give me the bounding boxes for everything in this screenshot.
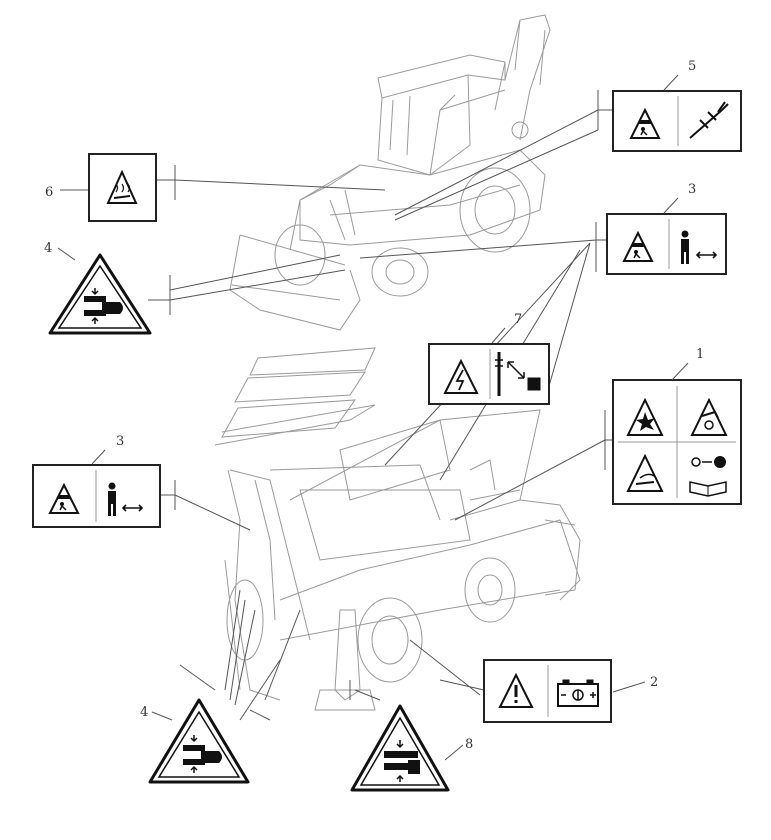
decal-panel-8 [350, 704, 450, 792]
double-arrow-icon [121, 504, 144, 512]
decal-panel-2 [483, 659, 612, 723]
power-line-clearance-icon [495, 352, 541, 396]
callout-5: 5 [663, 59, 696, 91]
decal-panel-3-top [606, 213, 727, 275]
svg-text:4: 4 [44, 241, 52, 256]
callout-4-top: 4 [44, 241, 76, 261]
callout-3-top: 3 [663, 182, 696, 214]
callout-1: 1 [671, 347, 704, 381]
upper-backhoe-sketch [229, 14, 551, 331]
svg-text:3: 3 [688, 182, 696, 197]
chain-hook-icon [689, 101, 729, 139]
decal-panel-7 [428, 343, 550, 405]
decal-panel-5 [612, 90, 742, 152]
explosion-hazard-icon [626, 397, 664, 436]
key-manual-icon [689, 456, 727, 497]
callout-4-bottom: 4 [140, 705, 173, 721]
battery-icon [557, 679, 599, 707]
stabilizer-crush-icon [384, 740, 420, 782]
electric-hazard-icon [443, 358, 479, 394]
hot-surface-icon [106, 169, 138, 204]
decal-panel-1 [612, 379, 742, 505]
warning-icon [498, 672, 534, 708]
svg-text:1: 1 [696, 347, 704, 362]
decal-panel-3-bottom [32, 464, 161, 528]
crush-hand-icon [183, 735, 222, 773]
svg-text:3: 3 [116, 434, 124, 449]
decal-panel-4-bottom [148, 698, 250, 784]
callout-6: 6 [45, 185, 88, 200]
svg-text:8: 8 [465, 737, 473, 752]
decal-panel-4-top [48, 253, 152, 335]
crush-hand-icon [84, 288, 123, 324]
entanglement-hazard-icon [690, 397, 728, 436]
svg-text:6: 6 [45, 185, 53, 200]
svg-text:2: 2 [650, 675, 658, 690]
callout-7: 7 [491, 312, 522, 344]
double-arrow-icon [695, 251, 718, 259]
callout-2: 2 [612, 675, 658, 693]
lower-backhoe-sketch [214, 347, 581, 711]
svg-text:4: 4 [140, 705, 148, 720]
svg-text:7: 7 [514, 312, 522, 327]
decal-panel-6 [88, 153, 157, 222]
callout-3-bottom: 3 [91, 434, 124, 465]
fluid-hazard-icon [626, 453, 664, 492]
callout-8: 8 [444, 737, 473, 761]
svg-text:5: 5 [688, 59, 696, 74]
